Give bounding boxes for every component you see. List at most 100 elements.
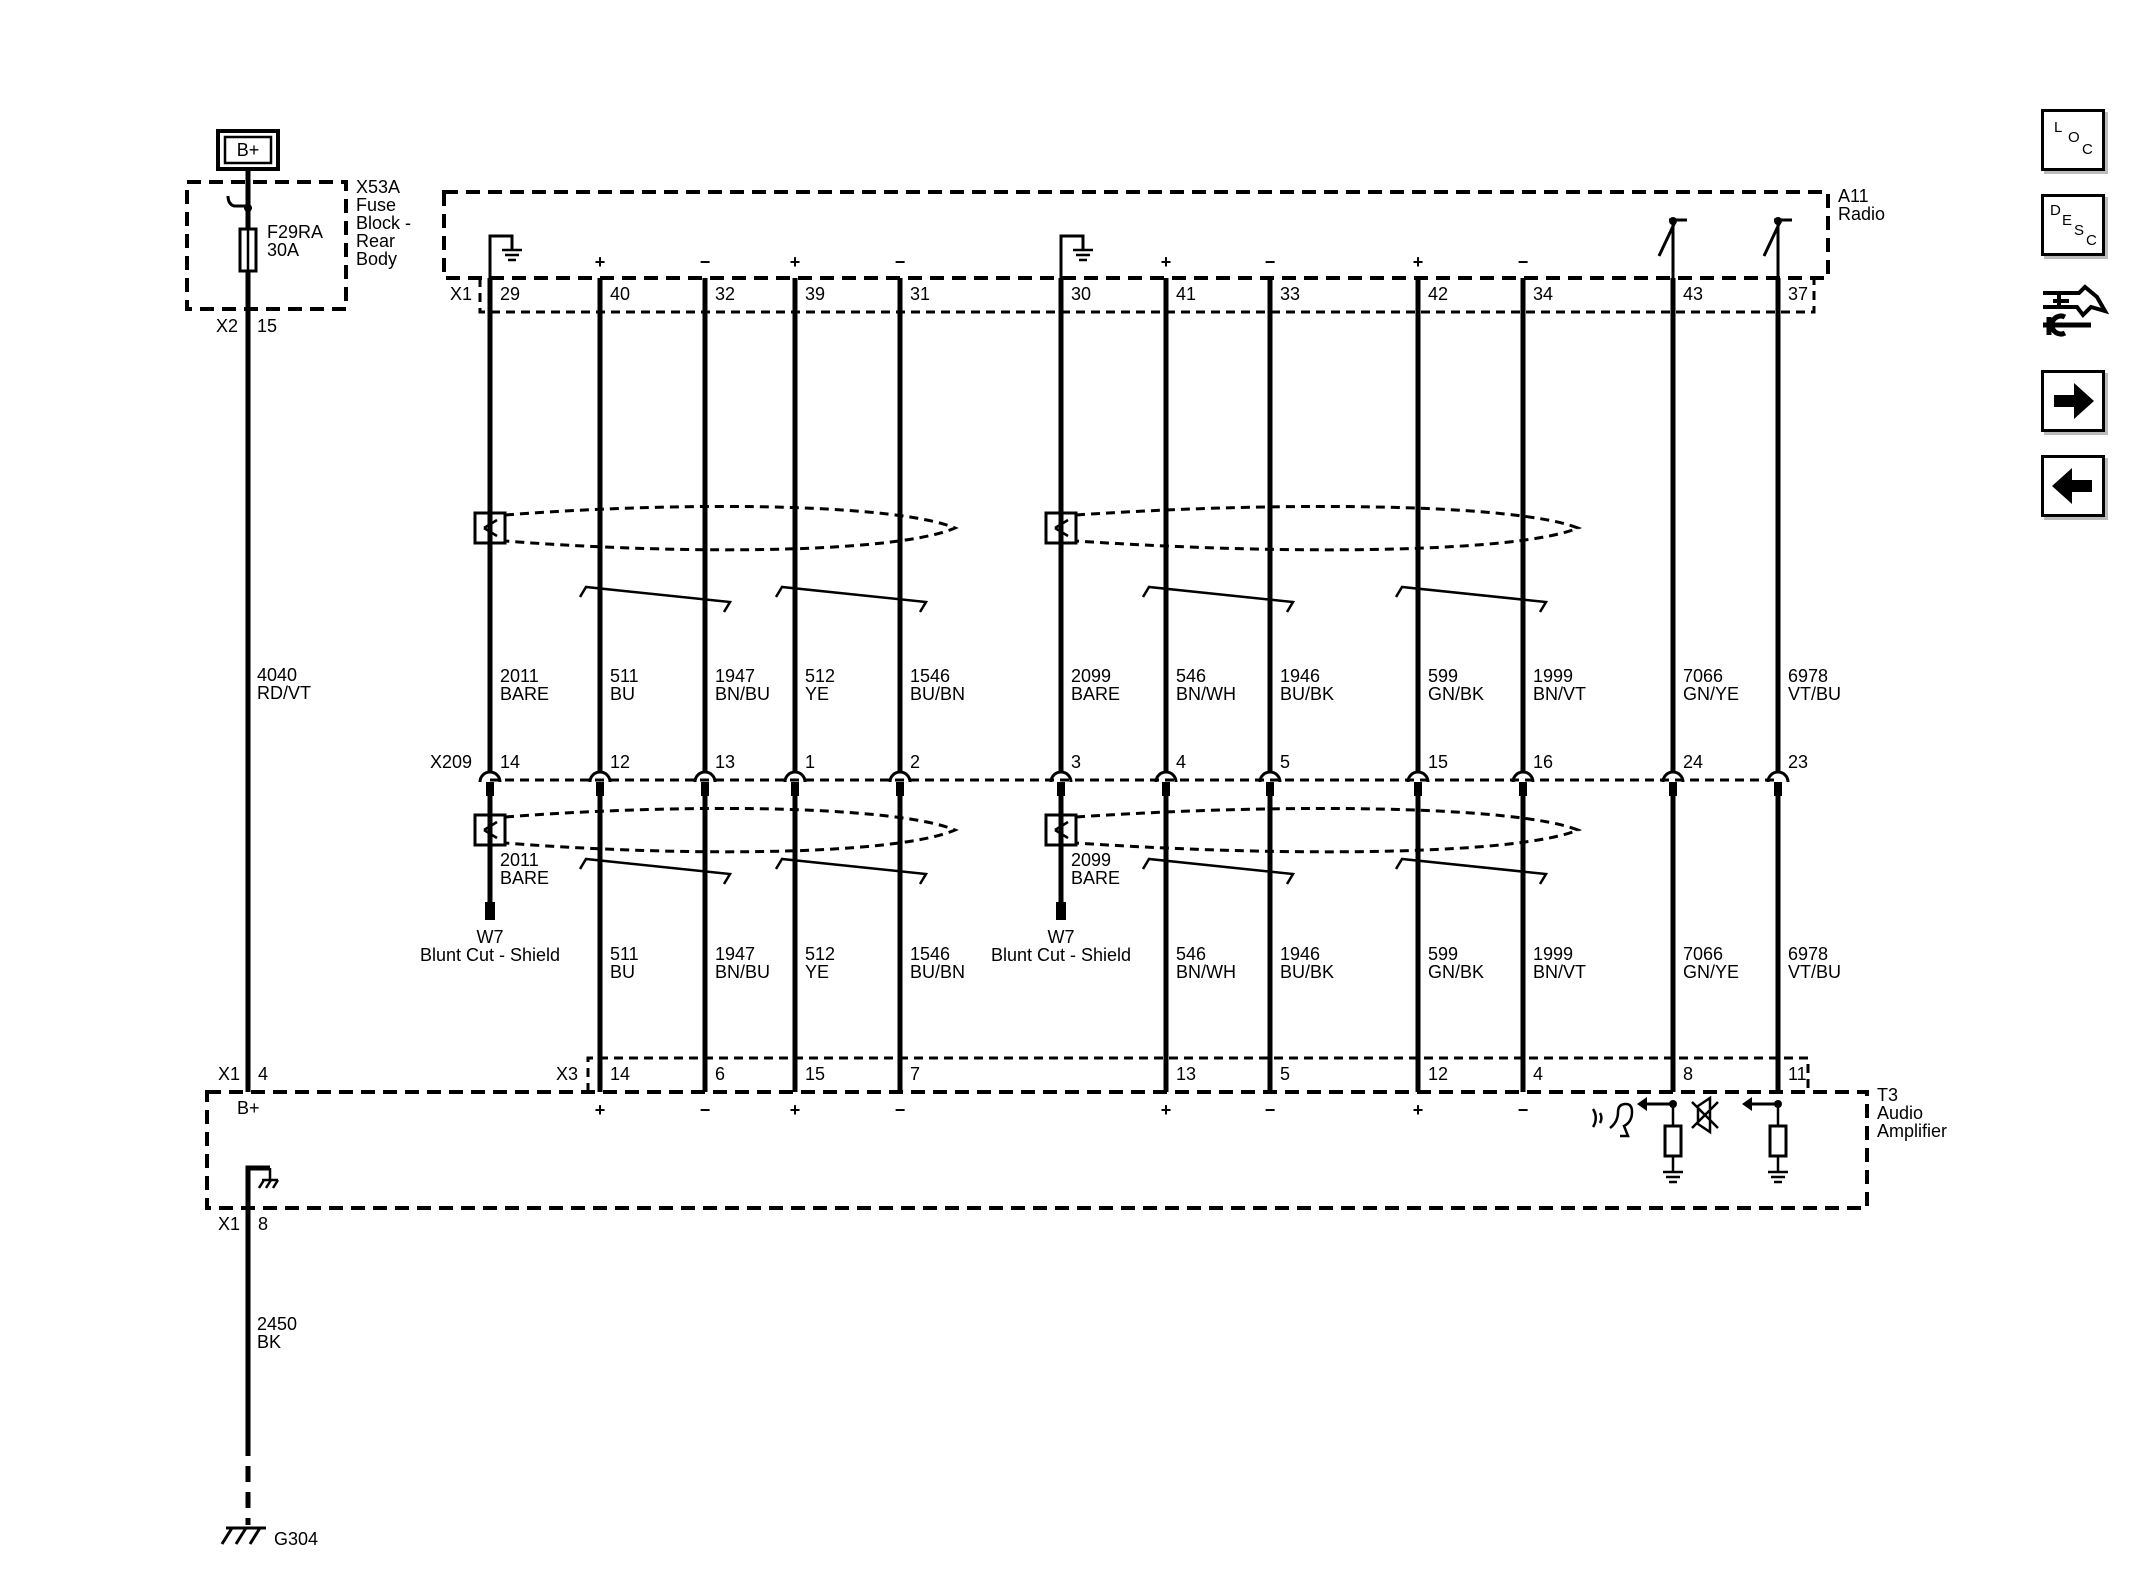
wire-512-3-circuit: 512 bbox=[805, 666, 835, 686]
wire-2011-0-color: BARE bbox=[500, 684, 549, 704]
wire-1947-2-circuit: 1947 bbox=[715, 666, 755, 686]
wire-2099-5-color-lower: BARE bbox=[1071, 868, 1120, 888]
wire-7066-10-ground-icon bbox=[1663, 1156, 1683, 1184]
prev-button[interactable] bbox=[2041, 455, 2105, 517]
fuse-connector-id: X2 bbox=[216, 316, 238, 336]
chassis-ground-icon bbox=[257, 1168, 280, 1189]
wire-1946-7-circuit-lower: 1946 bbox=[1280, 944, 1320, 964]
wire-6978-11-color: VT/BU bbox=[1788, 684, 1841, 704]
wire-546-6-color-lower: BN/WH bbox=[1176, 962, 1236, 982]
amplifier-connector-x3 bbox=[586, 1056, 1810, 1092]
wire-599-8-color: GN/BK bbox=[1428, 684, 1484, 704]
fuse-block-name-2: Block - bbox=[356, 213, 411, 233]
wire-1947-2-amp-pin: 6 bbox=[715, 1064, 725, 1084]
wire-599-8-radio-pin: 42 bbox=[1428, 284, 1448, 304]
wire-1999-9-radio-pin: 34 bbox=[1533, 284, 1553, 304]
wire-6978-11-x209-pin-label: 23 bbox=[1788, 752, 1808, 772]
wire-1999-9-circuit-lower: 1999 bbox=[1533, 944, 1573, 964]
wire-599-8-x209-pin-label: 15 bbox=[1428, 752, 1448, 772]
wire-512-3-color-lower: YE bbox=[805, 962, 829, 982]
wire-2011-0-circuit: 2011 bbox=[500, 666, 539, 686]
desc-letter-e: E bbox=[2062, 212, 2072, 229]
wire-1546-4-x209-terminal bbox=[888, 770, 912, 783]
speech-icon bbox=[1591, 1108, 1603, 1128]
wire-512-3-circuit-lower: 512 bbox=[805, 944, 835, 964]
wire-599-8-x209-pin bbox=[1414, 782, 1422, 796]
wire-512-3-x209-pin-label: 1 bbox=[805, 752, 815, 772]
wire-546-6-x209-pin bbox=[1162, 782, 1170, 796]
wire-546-6-radio-polarity: + bbox=[1161, 252, 1172, 272]
desc-button[interactable]: D E S C bbox=[2041, 194, 2105, 256]
amp-connector-x3: X3 bbox=[556, 1064, 578, 1084]
power-label: B+ bbox=[237, 140, 260, 160]
wire-1546-4-radio-pin: 31 bbox=[910, 284, 930, 304]
wire-1946-7-radio-pin: 33 bbox=[1280, 284, 1300, 304]
wire-6978-11-switch-contact bbox=[1774, 217, 1782, 225]
arrow-right-icon bbox=[2054, 383, 2094, 419]
wire-1999-9-x209-pin-label: 16 bbox=[1533, 752, 1553, 772]
harness-connector-button[interactable] bbox=[2039, 277, 2110, 347]
wire-2011-0-ground-icon bbox=[502, 248, 522, 262]
amp-input-devices bbox=[1591, 1095, 1719, 1138]
wire-6978-11-input-arrow bbox=[1742, 1097, 1752, 1111]
wire-599-8-circuit: 599 bbox=[1428, 666, 1458, 686]
amplifier-name-1: Audio bbox=[1877, 1103, 1923, 1123]
radio-box bbox=[442, 190, 1830, 280]
radio-connector-label: X1 bbox=[450, 284, 472, 304]
wire-1999-9-x209-terminal bbox=[1511, 770, 1535, 783]
wire-2099-5-color: BARE bbox=[1071, 684, 1120, 704]
wire-7066-10-circuit: 7066 bbox=[1683, 666, 1723, 686]
wire-1947-2-x209-pin bbox=[701, 782, 709, 796]
wire-7066-10-radio-pin: 43 bbox=[1683, 284, 1703, 304]
wire-1947-2-x209-terminal bbox=[693, 770, 717, 783]
twist-indicators bbox=[578, 585, 1549, 885]
arrow-left-icon bbox=[2052, 468, 2092, 504]
wire-2011-0-x209-pin-label: 14 bbox=[500, 752, 520, 772]
wire-1546-4-color-lower: BU/BN bbox=[910, 962, 965, 982]
wire-1999-9-radio-polarity: − bbox=[1518, 252, 1529, 272]
wire-1546-4-x209-pin bbox=[896, 782, 904, 796]
fuse-rating: 30A bbox=[267, 240, 299, 260]
wire-1546-4-radio-polarity: − bbox=[895, 252, 906, 272]
wire-6978-11-x209-pin bbox=[1774, 782, 1782, 796]
wire-2099-5-x209-pin bbox=[1057, 782, 1065, 796]
wire-599-8-amp-polarity: + bbox=[1413, 1100, 1424, 1120]
amplifier-box bbox=[205, 1090, 1869, 1210]
wire-1546-4-circuit: 1546 bbox=[910, 666, 950, 686]
wire-2099-5-ground-icon bbox=[1073, 248, 1093, 262]
wire-1946-7-color: BU/BK bbox=[1280, 684, 1334, 704]
ground-icon bbox=[220, 1526, 266, 1545]
wire-2011-0-x209-terminal bbox=[478, 770, 502, 783]
fuse-terminal-icon bbox=[226, 195, 246, 208]
shield-terminal-id-1: W7 bbox=[477, 927, 504, 947]
wire-7066-10-x209-pin bbox=[1669, 782, 1677, 796]
wire-546-6-circuit: 546 bbox=[1176, 666, 1206, 686]
fuse-block-id: X53A bbox=[356, 177, 400, 197]
wire-546-6-x209-terminal bbox=[1154, 770, 1178, 783]
loc-letter-o: O bbox=[2068, 129, 2080, 146]
wire-512-3-x209-terminal bbox=[783, 770, 807, 783]
wire-2099-5-blunt-cut bbox=[1056, 902, 1066, 920]
fuse-block-name-1: Fuse bbox=[356, 195, 396, 215]
ground-wire-circuit: 2450 bbox=[257, 1314, 297, 1334]
wire-599-8-radio-polarity: + bbox=[1413, 252, 1424, 272]
wire-2011-0-radio-pin: 29 bbox=[500, 284, 520, 304]
power-wire-color: RD/VT bbox=[257, 683, 311, 703]
wire-511-1-x209-pin bbox=[596, 782, 604, 796]
wire-6978-11-ground-icon bbox=[1768, 1156, 1788, 1184]
wire-511-1-circuit-lower: 511 bbox=[610, 944, 639, 964]
wire-512-3-radio-polarity: + bbox=[790, 252, 801, 272]
wire-546-6-amp-pin: 13 bbox=[1176, 1064, 1196, 1084]
wire-1946-7-color-lower: BU/BK bbox=[1280, 962, 1334, 982]
wire-546-6-circuit-lower: 546 bbox=[1176, 944, 1206, 964]
loc-button[interactable]: L O C bbox=[2041, 109, 2105, 171]
wire-7066-10-color-lower: GN/YE bbox=[1683, 962, 1739, 982]
wire-511-1-color-lower: BU bbox=[610, 962, 635, 982]
next-button[interactable] bbox=[2041, 370, 2105, 432]
amplifier-id: T3 bbox=[1877, 1085, 1898, 1105]
wire-512-3-amp-pin: 15 bbox=[805, 1064, 825, 1084]
wire-6978-11-circuit: 6978 bbox=[1788, 666, 1828, 686]
shield-terminal-desc-1: Blunt Cut - Shield bbox=[420, 945, 560, 965]
wire-1947-2-circuit-lower: 1947 bbox=[715, 944, 755, 964]
wire-546-6-radio-pin: 41 bbox=[1176, 284, 1196, 304]
